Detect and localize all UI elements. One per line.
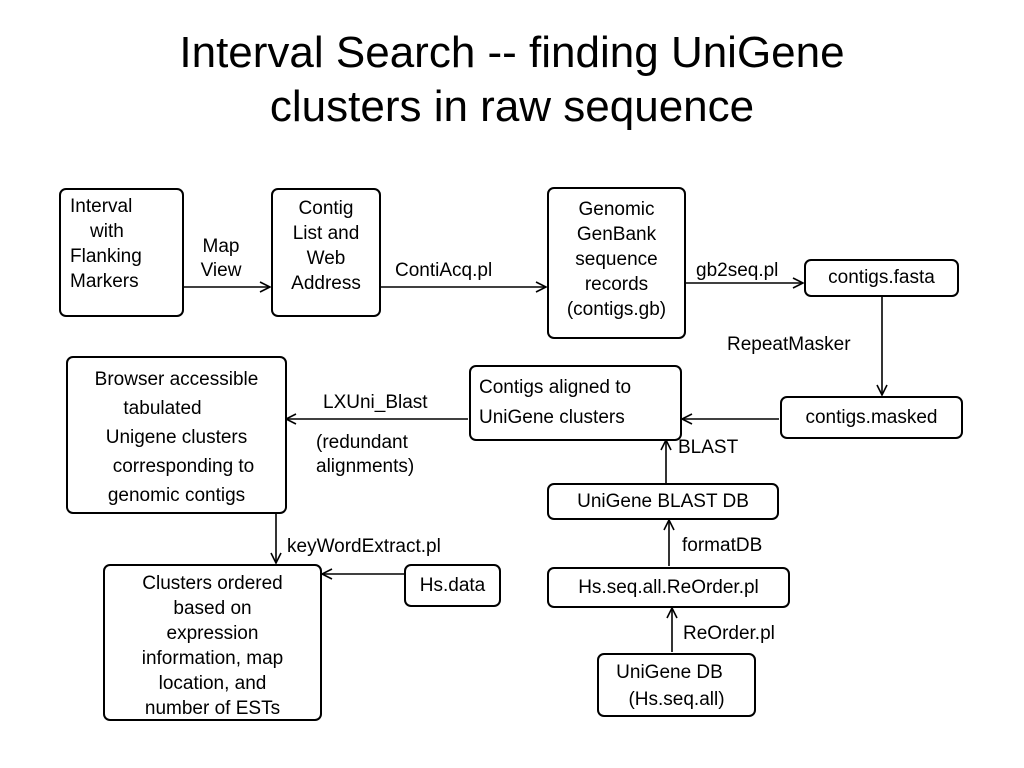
hs-data-box: Hs.data <box>404 564 501 607</box>
clusters-ordered-line: information, map <box>141 648 284 669</box>
contigs-aligned-box: Contigs aligned to UniGene clusters <box>469 365 682 441</box>
map-view-label: Map View <box>191 235 251 283</box>
clusters-ordered-line: expression <box>166 623 259 644</box>
keyword-extract-label: keyWordExtract.pl <box>287 536 441 557</box>
map-view-line: View <box>200 260 242 281</box>
interval-line: Flanking <box>70 246 142 267</box>
contigs-fasta-label: contigs.fasta <box>828 267 935 288</box>
browser-line: tabulated <box>123 398 202 419</box>
interval-line: Interval <box>70 196 133 217</box>
clusters-ordered-line: based on <box>173 598 252 619</box>
hs-seq-reorder-label: Hs.seq.all.ReOrder.pl <box>578 577 759 598</box>
contigs-masked-box: contigs.masked <box>780 396 963 439</box>
contig-list-line: Contig <box>298 198 354 219</box>
clusters-ordered-line: number of ESTs <box>144 698 281 719</box>
reorder-label: ReOrder.pl <box>683 623 775 644</box>
contiacq-label: ContiAcq.pl <box>395 260 493 281</box>
contig-list-line: List and <box>292 223 360 244</box>
repeatmasker-label: RepeatMasker <box>727 334 851 355</box>
blast-label: BLAST <box>678 437 739 458</box>
redundant-line: alignments) <box>316 456 415 477</box>
contigs-aligned-line: UniGene clusters <box>479 407 625 428</box>
map-view-line: Map <box>202 236 240 257</box>
browser-line: Browser accessible <box>94 369 259 390</box>
interval-line: Markers <box>70 271 139 292</box>
contig-list-line: Address <box>291 273 361 294</box>
gb2seq-label: gb2seq.pl <box>696 260 779 281</box>
slide-title: Interval Search -- finding UniGene clust… <box>0 26 1024 134</box>
browser-line: corresponding to <box>112 456 255 477</box>
genomic-line: sequence <box>575 249 658 270</box>
genomic-line: (contigs.gb) <box>566 299 667 320</box>
genomic-line: records <box>584 274 649 295</box>
contigs-aligned-line: Contigs aligned to <box>479 377 632 398</box>
formatdb-label: formatDB <box>682 535 763 556</box>
redundant-label: (redundant alignments) <box>316 431 414 479</box>
lxuni-blast-label: LXUni_Blast <box>323 392 428 413</box>
redundant-line: (redundant <box>316 432 408 453</box>
browser-line: Unigene clusters <box>105 427 248 448</box>
hs-data-label: Hs.data <box>419 575 486 596</box>
unigene-db-box: UniGene DB (Hs.seq.all) <box>597 653 756 717</box>
genomic-line: GenBank <box>576 224 657 245</box>
contig-list-line: Web <box>306 248 346 269</box>
genomic-genbank-box: Genomic GenBank sequence records (contig… <box>547 187 686 339</box>
unigene-blast-db-label: UniGene BLAST DB <box>577 491 749 512</box>
clusters-ordered-line: location, and <box>158 673 267 694</box>
contigs-fasta-box: contigs.fasta <box>804 259 959 297</box>
clusters-ordered-line: Clusters ordered <box>142 573 283 594</box>
hs-seq-reorder-box: Hs.seq.all.ReOrder.pl <box>547 567 790 608</box>
title-line-2: clusters in raw sequence <box>269 82 755 131</box>
title-line-1: Interval Search -- finding UniGene <box>179 28 845 77</box>
interval-line: with <box>90 221 124 242</box>
unigene-db-line: (Hs.seq.all) <box>628 689 725 710</box>
browser-box: Browser accessible tabulated Unigene clu… <box>66 356 287 514</box>
clusters-ordered-box: Clusters ordered based on expression inf… <box>103 564 322 721</box>
genomic-line: Genomic <box>578 199 655 220</box>
browser-line: genomic contigs <box>107 485 246 506</box>
unigene-blast-db-box: UniGene BLAST DB <box>547 483 779 520</box>
unigene-db-line: UniGene DB <box>616 662 723 683</box>
contigs-masked-label: contigs.masked <box>805 407 938 428</box>
contig-list-box: Contig List and Web Address <box>271 188 381 317</box>
interval-box: Interval with Flanking Markers <box>59 188 184 317</box>
